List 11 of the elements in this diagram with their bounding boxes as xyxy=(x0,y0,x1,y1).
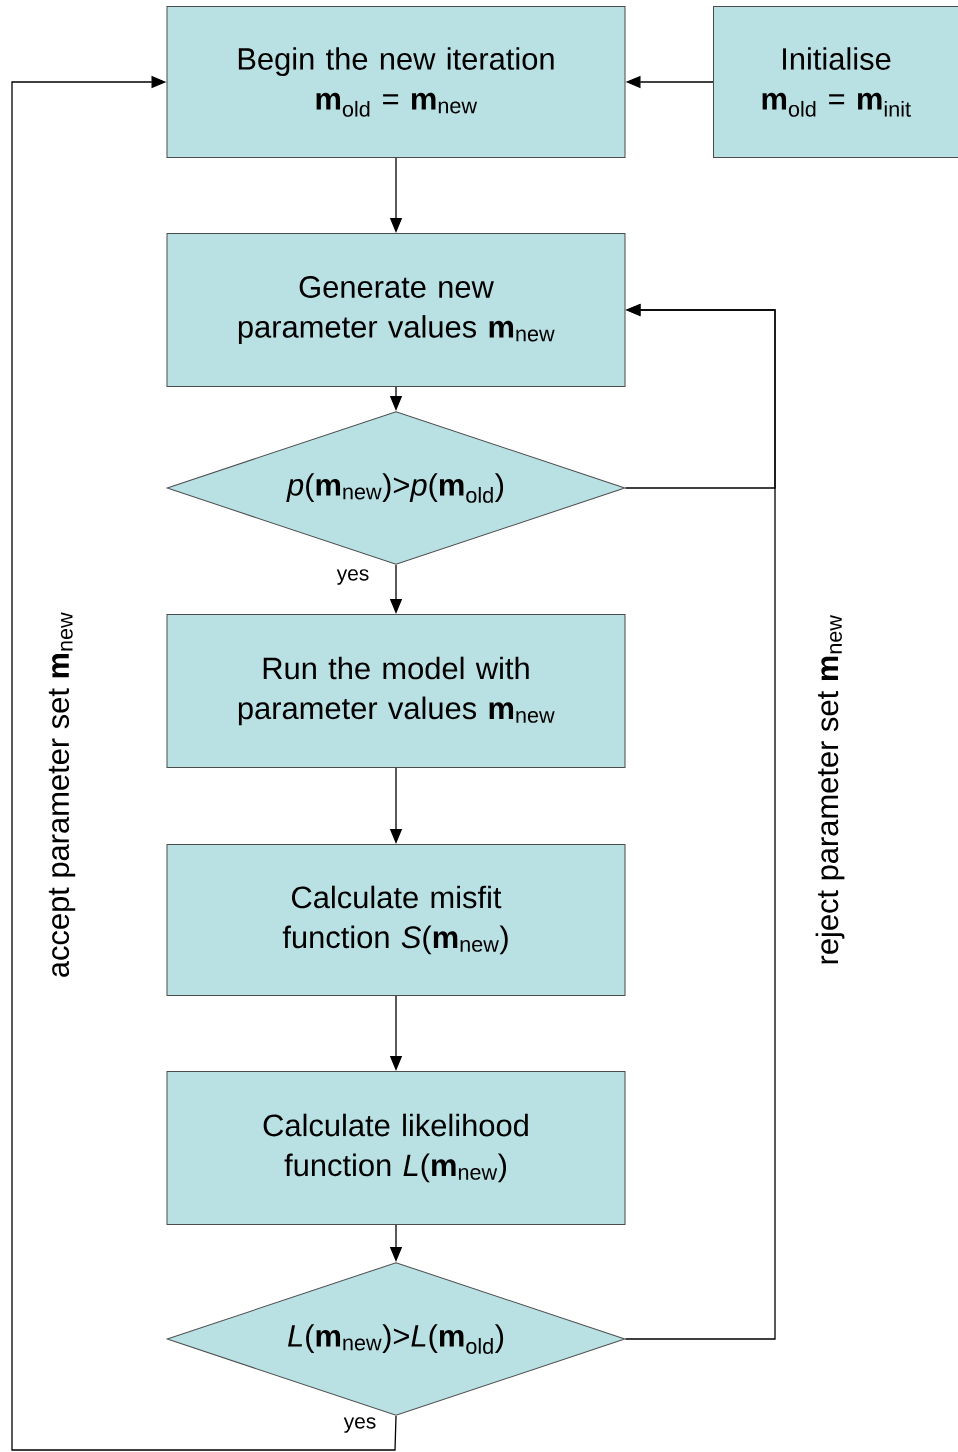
process-box: Run the model with parameter values m$_{new}$ xyxy=(166,614,626,768)
process-box: Calculate misfit function S(m$_{new}$) xyxy=(166,844,626,996)
process-box: Calculate likelihood function L(m$_{new}$) xyxy=(166,1071,626,1225)
edge-label: yes xyxy=(335,568,371,586)
rotated-label: accept parameter set m$_{new}$ xyxy=(46,609,78,981)
edge-label: yes xyxy=(342,1416,378,1434)
process-box: Begin the new iteration m$_{old}$ = m$_{new}$ xyxy=(166,6,626,158)
process-box: Generate new parameter values m$_{new}$ xyxy=(166,233,626,387)
process-box: Initialise m$_{old}$ = m$_{init}$ xyxy=(713,6,958,158)
rotated-label: reject parameter set m$_{new}$ xyxy=(813,612,847,968)
arrow xyxy=(11,75,397,1451)
